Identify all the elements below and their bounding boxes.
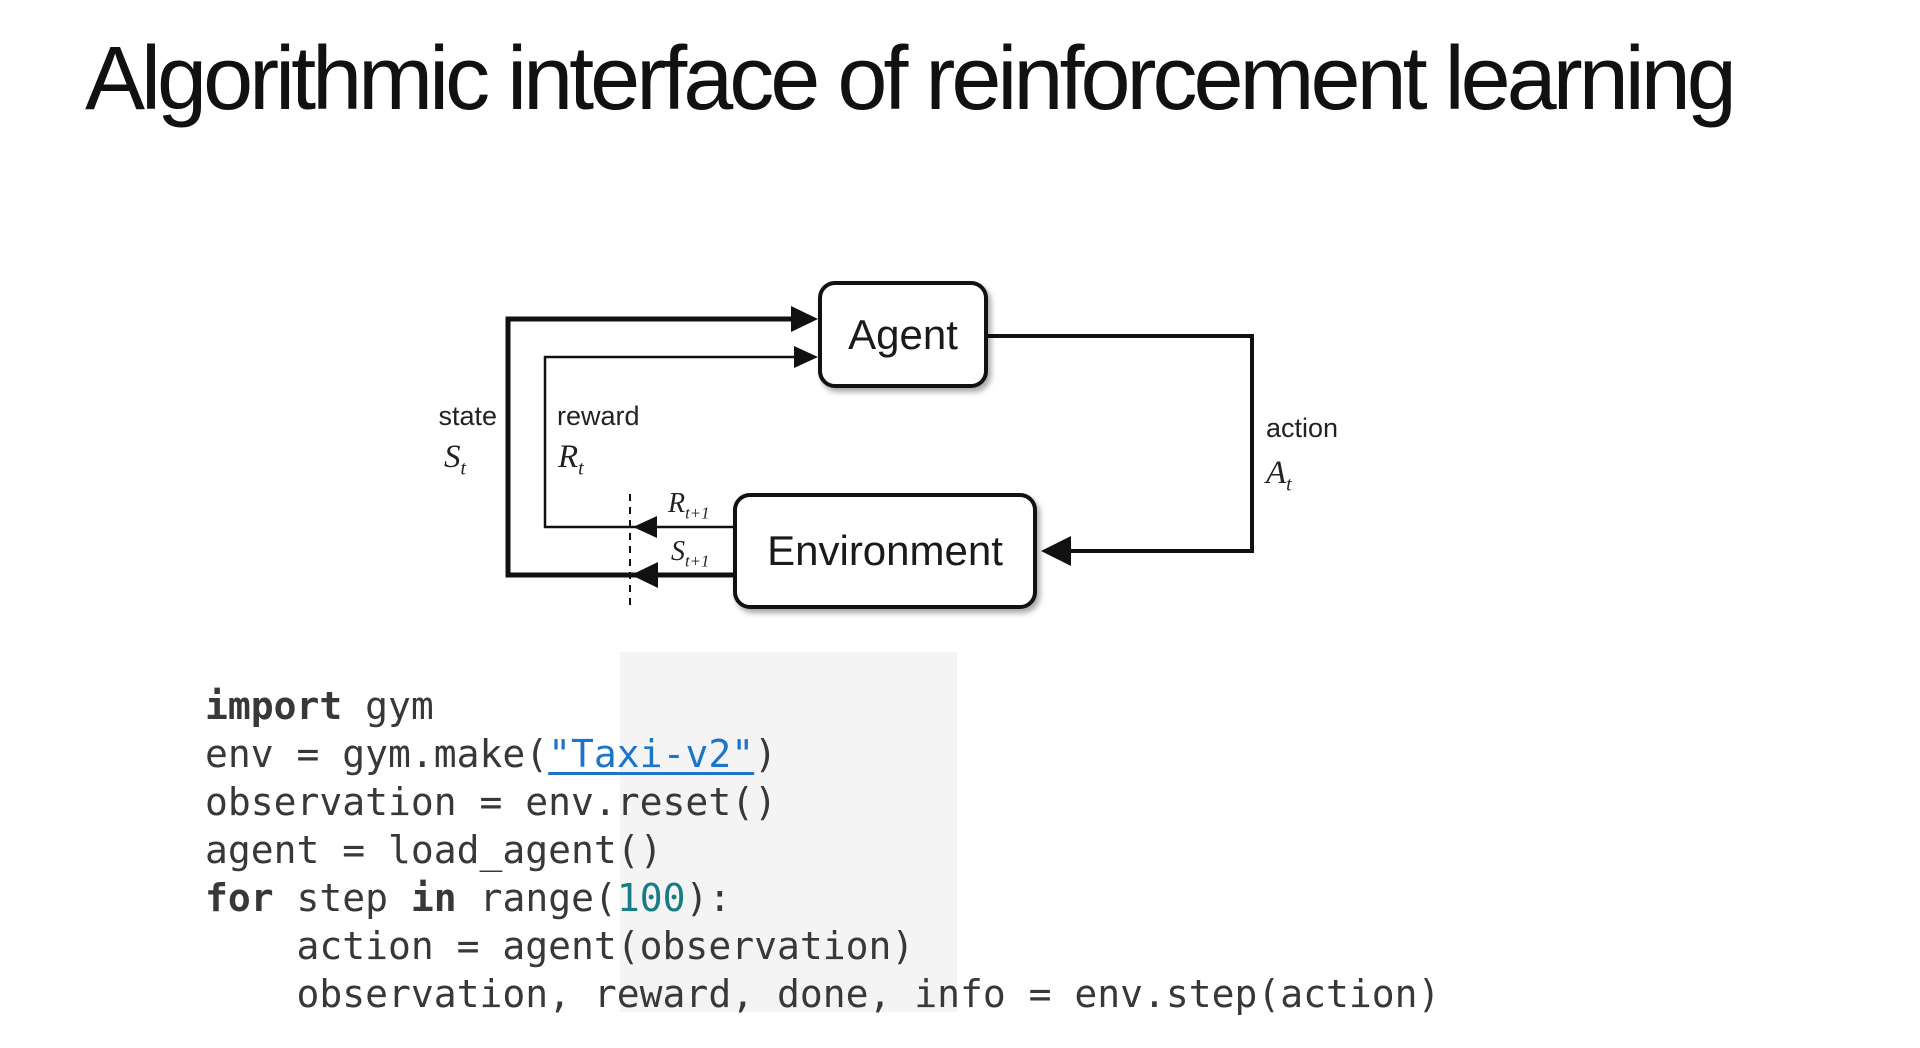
reward-symbol: Rt: [558, 439, 584, 479]
code-background-artifact: [620, 652, 957, 1012]
code-line: action = agent(observation): [205, 922, 1440, 970]
reward-arrowhead-into-agent: [794, 346, 818, 368]
next-reward-symbol: Rt+1: [668, 488, 710, 522]
environment-box: Environment: [733, 493, 1037, 609]
action-symbol: At: [1266, 455, 1292, 495]
next-reward-symbol-base: R: [668, 488, 686, 519]
code-segment: observation = env.reset(): [205, 780, 777, 824]
code-segment: import: [205, 684, 343, 728]
code-segment: in: [410, 876, 457, 920]
next-reward-arrowhead: [633, 516, 657, 538]
taxi-v2-link[interactable]: "Taxi-v2": [548, 732, 755, 776]
state-symbol: St: [420, 439, 490, 479]
code-segment: 100: [616, 876, 686, 920]
action-label: action: [1266, 413, 1339, 443]
code-line: import gym: [205, 682, 1440, 730]
code-segment: ):: [685, 876, 732, 920]
page-title: Algorithmic interface of reinforcement l…: [85, 29, 1737, 129]
action-symbol-base: A: [1266, 455, 1287, 491]
reward-symbol-sub: t: [578, 457, 584, 480]
environment-box-label: Environment: [767, 527, 1003, 574]
state-symbol-base: S: [444, 439, 461, 475]
code-segment: range(: [456, 876, 617, 920]
state-symbol-sub: t: [460, 457, 467, 480]
action-symbol-sub: t: [1286, 473, 1292, 496]
next-state-arrowhead: [631, 562, 658, 588]
next-state-symbol-base: S: [671, 536, 685, 567]
code-line: observation = env.reset(): [205, 778, 1440, 826]
code-segment: step: [273, 876, 411, 920]
code-line: for step in range(100):: [205, 874, 1440, 922]
reward-symbol-base: R: [558, 439, 579, 475]
code-line: env = gym.make("Taxi-v2"): [205, 730, 1440, 778]
next-state-symbol-sub: t+1: [685, 551, 710, 571]
agent-box-label: Agent: [848, 310, 958, 358]
state-arrowhead-into-agent: [791, 306, 818, 332]
action-line: [988, 334, 1254, 553]
action-arrowhead-into-environment: [1041, 536, 1071, 566]
code-segment: ): [754, 732, 777, 776]
code-segment: for: [205, 876, 274, 920]
code-segment: env = gym.make(: [205, 732, 549, 776]
code-segment: action = agent(observation): [205, 924, 915, 968]
agent-box: Agent: [818, 281, 988, 388]
state-label: state: [438, 401, 497, 431]
code-line: observation, reward, done, info = env.st…: [205, 970, 1441, 1018]
code-segment: gym: [342, 684, 434, 728]
code-segment: agent = load_agent(): [205, 828, 663, 872]
code-segment: observation, reward, done, info = env.st…: [205, 972, 1441, 1016]
code-line: agent = load_agent(): [205, 826, 1440, 874]
state-loop-line: [505, 316, 796, 578]
next-reward-symbol-sub: t+1: [685, 503, 710, 523]
reward-label: reward: [557, 401, 640, 431]
next-state-symbol: St+1: [671, 536, 709, 570]
